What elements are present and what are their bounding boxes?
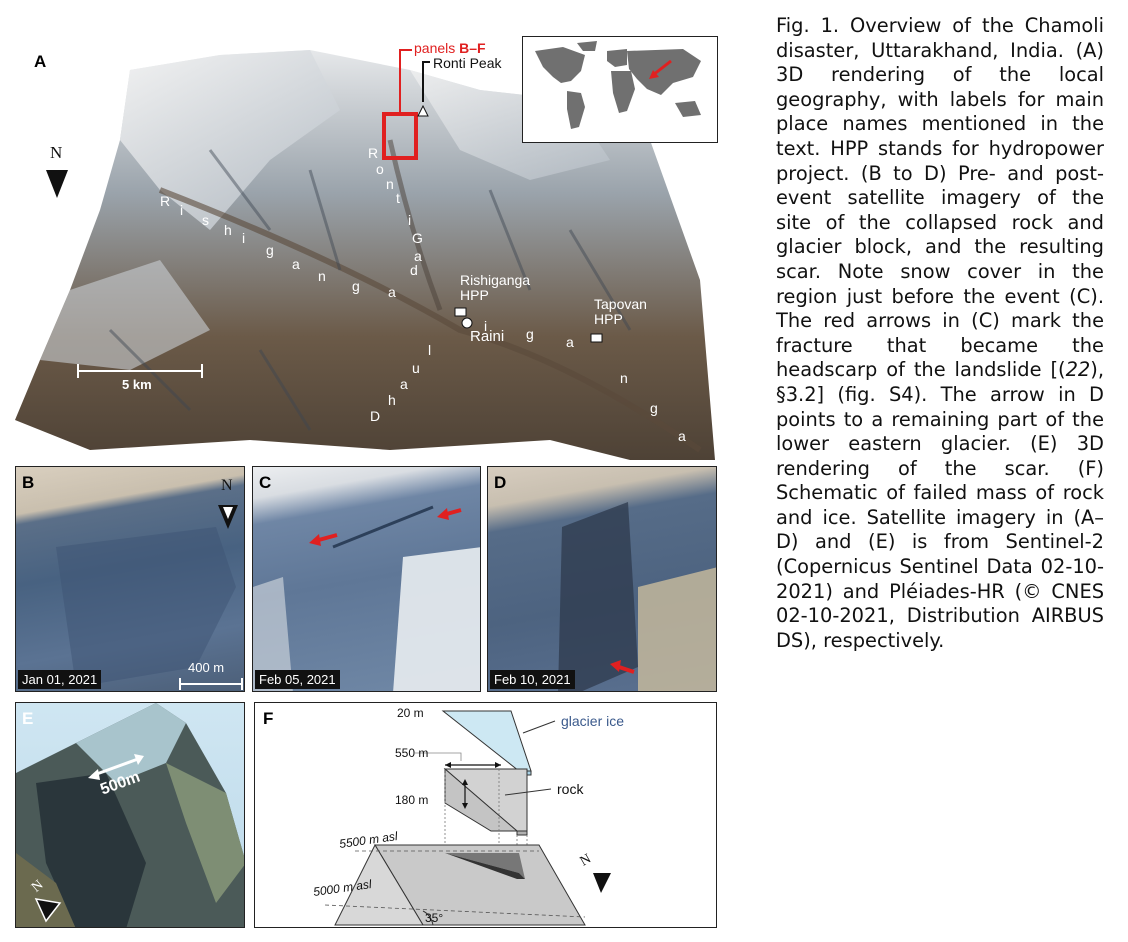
panel-b-scale: 400 m	[188, 660, 225, 675]
panel-d-date: Feb 10, 2021	[490, 670, 575, 689]
river-letter: D	[370, 408, 381, 424]
panel-c-date: Feb 05, 2021	[255, 670, 340, 689]
panel-b-date: Jan 01, 2021	[18, 670, 102, 689]
river-letter: g	[526, 326, 534, 342]
panel-e-label: E	[22, 709, 34, 728]
tapovan-hpp-label: Tapovan HPP	[594, 297, 647, 327]
panel-b-north: N	[221, 477, 233, 494]
river-letter: n	[318, 268, 326, 284]
ronti-peak-label: Ronti Peak	[433, 55, 502, 71]
caption-body-end: ), §3.2] (fig. S4). The arrow in D point…	[776, 358, 1104, 652]
figure-caption: Fig. 1. Overview of the Chamoli disaster…	[776, 14, 1104, 653]
tapovan-hpp-line1: Tapovan	[594, 296, 647, 312]
river-letter: a	[414, 248, 422, 264]
river-letter: g	[650, 400, 658, 416]
river-letter: a	[566, 334, 574, 350]
world-map-inset	[522, 36, 718, 143]
river-letter: i	[242, 230, 246, 246]
panel-b-terrain	[56, 505, 243, 690]
failed-mass-schematic	[324, 710, 611, 926]
ice-thickness-label: 20 m	[397, 706, 424, 720]
panels-range: B–F	[459, 40, 486, 56]
width-label: 550 m	[395, 746, 429, 760]
panels-label: panels B–F	[414, 40, 486, 56]
rishiganga-hpp-line1: Rishiganga	[460, 272, 531, 288]
glacier-ice-label: glacier ice	[561, 713, 625, 729]
river-letter: a	[388, 284, 396, 300]
terrain-rendering	[15, 49, 715, 460]
panels-prefix: panels	[414, 40, 460, 56]
rock-label: rock	[557, 781, 584, 797]
river-letter: n	[386, 176, 394, 192]
caption-ref: 22	[1065, 358, 1091, 382]
caption-title: Fig. 1. Overview of the Chamoli disaster…	[776, 14, 1104, 62]
river-letter: n	[620, 370, 628, 386]
tapovan-hpp-line2: HPP	[594, 311, 623, 327]
river-letter: i	[484, 318, 488, 334]
rishiganga-hpp-line2: HPP	[460, 287, 489, 303]
river-letter: R	[368, 145, 379, 161]
river-letter: i	[180, 202, 184, 218]
panel-c: C Feb 05, 2021	[252, 466, 481, 692]
river-letter: a	[292, 256, 300, 272]
panel-b-label: B	[22, 473, 35, 492]
river-letter: i	[408, 212, 412, 228]
river-letter: s	[202, 212, 209, 228]
river-letter: a	[678, 428, 686, 444]
panel-c-terrain	[253, 505, 480, 691]
rishiganga-hpp-label: Rishiganga HPP	[460, 273, 530, 303]
panel-f: F 20 m 550 m 180 m glacier ice rock 5500…	[254, 702, 717, 928]
river-letter: l	[428, 342, 432, 358]
panel-b: B N 400 m Jan 01, 2021	[15, 466, 245, 692]
world-map	[535, 41, 701, 129]
raini-label: Raini	[470, 328, 505, 345]
rock-thickness-label: 180 m	[395, 793, 429, 807]
panel-d-terrain	[558, 502, 716, 691]
river-letter: d	[410, 262, 418, 278]
caption-body: (A) 3D rendering of the local geography,…	[776, 38, 1105, 382]
river-letter: R	[160, 193, 171, 209]
angle-label: 35°	[425, 911, 444, 925]
panel-c-label: C	[259, 473, 272, 492]
panel-d: D Feb 10, 2021	[487, 466, 717, 692]
river-letter: h	[388, 392, 396, 408]
panel-e-terrain	[16, 703, 244, 927]
river-letter: t	[396, 190, 400, 206]
north-label: N	[50, 143, 63, 162]
river-letter: g	[266, 242, 274, 258]
river-letter: g	[352, 278, 360, 294]
panel-d-label: D	[494, 473, 507, 492]
panel-e: E 500m N	[15, 702, 245, 928]
panel-f-label: F	[263, 709, 274, 728]
river-letter: G	[412, 230, 423, 246]
scale-label: 5 km	[122, 377, 152, 392]
river-letter: o	[376, 161, 384, 177]
panel-a-label: A	[34, 52, 47, 71]
river-letter: u	[412, 360, 420, 376]
river-letter: a	[400, 376, 408, 392]
river-letter: h	[224, 222, 232, 238]
